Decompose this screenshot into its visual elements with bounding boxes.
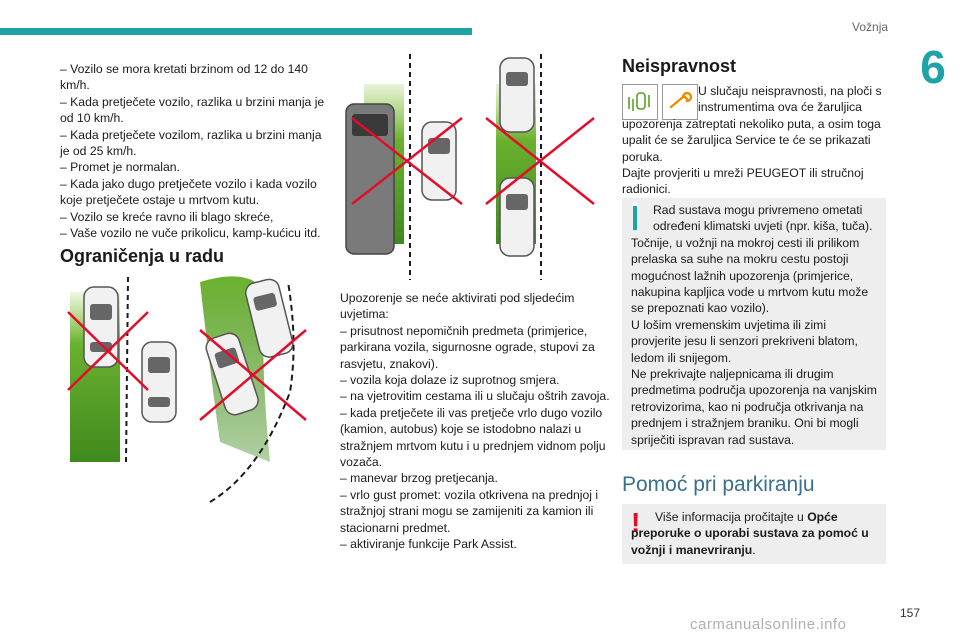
info-paragraph: Točnije, u vožnji na mokroj cesti ili pr… bbox=[631, 235, 869, 316]
list-item: – Vozilo se kreće ravno ili blago skreće… bbox=[60, 209, 274, 224]
cross-icon bbox=[351, 117, 463, 205]
warning-exclamation-icon: ! bbox=[631, 507, 641, 538]
list-item: – Vozilo se mora kretati brzinom od 12 d… bbox=[60, 62, 308, 93]
list-item: – Kada pretječete vozilom, razlika u brz… bbox=[60, 127, 322, 159]
malfunction-text: U slučaju neispravnosti, na ploči s inst… bbox=[622, 83, 888, 198]
car bbox=[499, 57, 535, 133]
info-icon-dot bbox=[633, 202, 637, 206]
info-line: Rad sustava mogu privremeno ometati bbox=[653, 203, 863, 217]
info-box: Rad sustava mogu privremeno ometati odre… bbox=[622, 198, 886, 450]
info-paragraph: U lošim vremenskim uvjetima ili zimi pro… bbox=[631, 317, 858, 365]
heading-malfunction: Neispravnost bbox=[622, 56, 737, 76]
list-item: – Promet je normalan. bbox=[60, 160, 180, 175]
warning-lamps bbox=[622, 84, 698, 120]
cross-icon bbox=[199, 329, 307, 421]
fault-line: U slučaju neispravnosti, na ploči s bbox=[698, 84, 882, 98]
conditions-list: – Vozilo se mora kretati brzinom od 12 d… bbox=[60, 61, 330, 241]
limitations-illustration-right bbox=[345, 54, 595, 280]
limitations-illustration-left bbox=[67, 276, 307, 503]
page-number: 157 bbox=[900, 606, 921, 620]
blind-spot-warning-icon bbox=[622, 84, 658, 120]
note-link: preporuke o uporabi sustava za pomoć u v… bbox=[631, 526, 869, 557]
lane-line bbox=[209, 281, 295, 503]
car bbox=[141, 341, 177, 423]
section-title: Vožnja bbox=[852, 20, 889, 34]
list-item: – aktiviranje funkcije Park Assist. bbox=[340, 537, 517, 552]
fault-line: Dajte provjeriti u mreži PEUGEOT ili str… bbox=[622, 166, 864, 197]
list-item: – kada pretječete ili vas pretječe vrlo … bbox=[340, 405, 606, 470]
list-item: – Kada pretječete vozilo, razlika u brzi… bbox=[60, 94, 325, 126]
cross-icon bbox=[485, 117, 595, 205]
cross-icon bbox=[67, 311, 149, 391]
heading-parking-assist: Pomoć pri parkiranju bbox=[622, 473, 815, 496]
car bbox=[499, 177, 535, 257]
watermark: carmanualsonline.info bbox=[690, 616, 847, 633]
list-item: – prisutnost nepomičnih predmeta (primje… bbox=[340, 323, 595, 371]
heading-limitations: Ograničenja u radu bbox=[60, 246, 225, 266]
info-paragraph: Ne prekrivajte naljepnicama ili drugim p… bbox=[631, 367, 877, 447]
fault-line: upozorenja zatreptati nekoliko puta, a o… bbox=[622, 116, 881, 164]
top-accent-bar bbox=[0, 28, 472, 35]
chapter-number: 6 bbox=[906, 42, 960, 92]
info-line: određeni klimatski uvjeti (npr. kiša, tu… bbox=[653, 219, 873, 234]
note-text: Više informacija pročitajte u bbox=[655, 510, 804, 524]
list-item: – na vjetrovitim cestama ili u slučaju o… bbox=[340, 389, 610, 404]
fault-line: instrumentima ova će žaruljica bbox=[698, 100, 862, 115]
intro-text: Upozorenje se neće aktivirati pod sljede… bbox=[340, 291, 575, 322]
list-item: – manevar brzog pretjecanja. bbox=[340, 471, 498, 486]
car bbox=[421, 121, 457, 201]
car bbox=[205, 332, 259, 416]
car bbox=[244, 278, 294, 358]
warning-note-box: ! Više informacija pročitajte u Opće pre… bbox=[622, 504, 886, 564]
note-text: . bbox=[752, 542, 756, 557]
service-wrench-icon bbox=[662, 84, 698, 120]
note-link: Opće bbox=[807, 510, 838, 524]
info-icon bbox=[633, 204, 637, 230]
truck bbox=[345, 103, 395, 255]
list-item: – vozila koja dolaze iz suprotnog smjera… bbox=[340, 373, 560, 388]
list-item: – vrlo gust promet: vozila otkrivena na … bbox=[340, 487, 599, 535]
list-item: – Vaše vozilo ne vuče prikolicu, kamp-ku… bbox=[60, 226, 321, 241]
limitations-list: Upozorenje se neće aktivirati pod sljede… bbox=[340, 290, 610, 553]
list-item: – Kada jako dugo pretječete vozilo i kad… bbox=[60, 176, 317, 208]
